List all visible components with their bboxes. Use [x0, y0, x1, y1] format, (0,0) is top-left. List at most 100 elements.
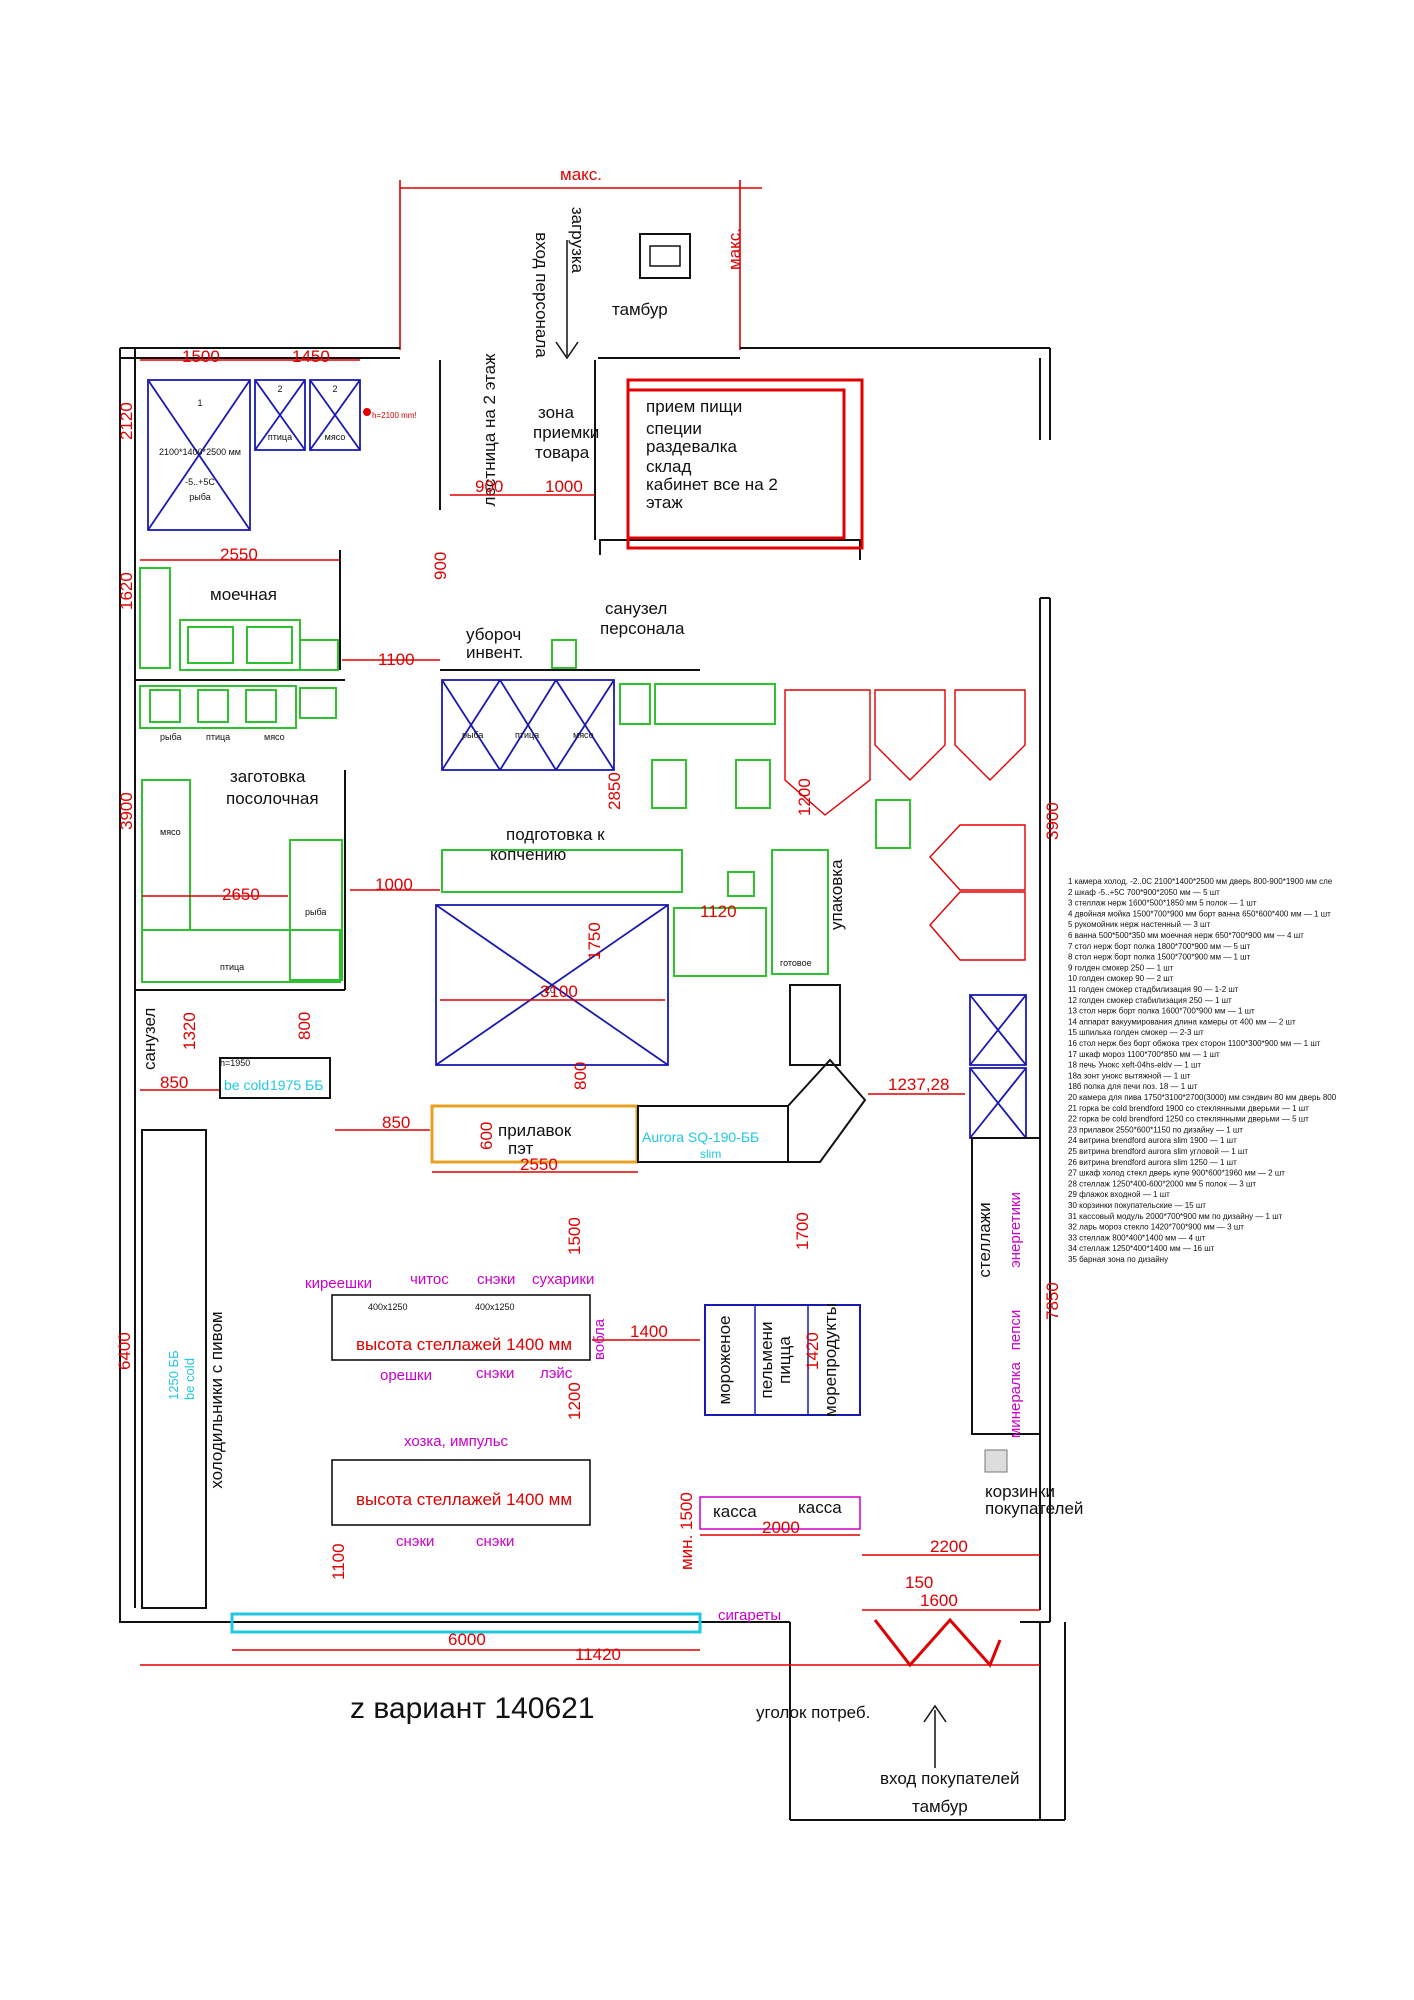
label-korziny-2: покупателей — [985, 1499, 1083, 1518]
legend-row: 26 витрина brendford aurora slim 1250 — … — [1068, 1158, 1237, 1167]
label-zagotovka-2: посолочная — [226, 789, 319, 808]
cab-row-ryba: рыба — [462, 730, 483, 740]
legend-row: 32 ларь мороз стекло 1420*700*900 мм — 3… — [1068, 1223, 1244, 1232]
dim-3900-right: 3900 — [1043, 802, 1062, 840]
label-sanuzel-personala-1: санузел — [605, 599, 667, 618]
legend-row: 1 камера холод. -2..0С 2100*1400*2500 мм… — [1068, 877, 1333, 886]
label-lestnica: лестница на 2 этаж — [480, 353, 499, 507]
label-kassa-1: касса — [713, 1502, 757, 1521]
shelf1-label-leys: лэйс — [540, 1365, 573, 1382]
label-sigarety: сигареты — [718, 1607, 781, 1624]
dim-11420: 11420 — [575, 1645, 621, 1664]
bar-zone-35 — [230, 1612, 702, 1634]
label-pet: пэт — [508, 1139, 534, 1158]
label-zona-2: приемки — [533, 423, 599, 442]
cab-row-myaso: мясо — [573, 730, 594, 740]
entrance-doors — [873, 1617, 1002, 1668]
legend-row: 5 рукомойник нерж настенный — 3 шт — [1068, 920, 1210, 929]
upstairs-box: прием пищи специи раздевалка склад кабин… — [626, 378, 864, 550]
basket-icon — [984, 1449, 1008, 1473]
dim-1620: 1620 — [117, 572, 136, 610]
dim-1000-stairs: 1000 — [545, 477, 583, 496]
upstairs-line-5: кабинет все на 2 — [646, 475, 778, 494]
legend-row: 20 камера для пива 1750*3100*2700(3000) … — [1068, 1093, 1337, 1102]
label-vhod-personala: вход персонала — [532, 232, 551, 358]
legend-row: 6 ванна 500*500*350 мм моечная нерж 650*… — [1068, 931, 1304, 940]
dim-850-left: 850 — [160, 1073, 188, 1092]
dim-1400-aisle: 1400 — [630, 1322, 668, 1341]
fridge-21-brand: be cold — [224, 1077, 269, 1093]
prep-area: рыба птица мясо 2850 подготовка к копчен… — [435, 679, 846, 1066]
shelf1-size-b: 400х1250 — [475, 1302, 515, 1312]
label-podgotovka-1: подготовка к — [506, 825, 605, 844]
dim-1120: 1120 — [700, 902, 737, 921]
bath-label-ryba: рыба — [160, 732, 181, 742]
svg-text:2: 2 — [277, 384, 282, 394]
label-zagotovka-1: заготовка — [230, 767, 306, 786]
table-7b-label: рыба — [305, 907, 326, 917]
utility-rooms: убороч инвент. санузел персонала — [440, 599, 700, 671]
shelf1-label-sneki2: снэки — [476, 1365, 514, 1382]
dim-1600: 1600 — [920, 1591, 958, 1610]
shelf2-label-sneki-a: снэки — [396, 1533, 434, 1550]
svg-text:1: 1 — [197, 398, 202, 408]
cabinet-2b-label: мясо — [325, 432, 346, 442]
legend-row: 14 аппарат вакуумирования длина камеры о… — [1068, 1017, 1296, 1026]
label-zona-3: товара — [535, 443, 590, 462]
legend-row: 34 стеллаж 1250*400*1400 мм — 16 шт — [1068, 1244, 1215, 1253]
dim-1700: 1700 — [793, 1212, 812, 1250]
shelf2-height: высота стеллажей 1400 мм — [356, 1490, 572, 1509]
legend-row: 3 стеллаж нерж 1600*500*1850 мм 5 полок … — [1068, 899, 1257, 908]
fridge-21-height: h=1950 — [220, 1058, 250, 1068]
shelf1-label-oreshki: орешки — [380, 1367, 432, 1384]
cold-room-1 — [147, 379, 251, 531]
label-ugolok: уголок потреб. — [756, 1703, 870, 1722]
dim-1500-aisle: 1500 — [565, 1217, 584, 1255]
label-holodilniki: холодильники с пивом — [207, 1311, 226, 1488]
legend-row: 8 стол нерж борт полка 1500*700*900 мм —… — [1068, 953, 1251, 962]
dim-1100: 1100 — [378, 650, 415, 669]
dim-2120: 2120 — [117, 402, 136, 440]
freezer-morozhenoe: мороженое — [715, 1316, 734, 1405]
checkout: касса касса 2000 мин. 1500 корзинки поку… — [140, 1449, 1083, 1816]
dim-1500: 1500 — [182, 347, 220, 366]
shelf1-label-sneki: снэки — [477, 1271, 515, 1288]
smokers: 3900 — [651, 689, 1062, 961]
label-podgotovka-2: копчению — [490, 845, 566, 864]
dim-800-mid: 800 — [571, 1062, 590, 1090]
cold-rooms: 1500 1450 2120 1 2100*1400*2500 мм -5..+… — [117, 347, 417, 531]
legend-row: 27 шкаф холод стекл дверь купе 900*600*1… — [1068, 1169, 1285, 1178]
dim-3900-left: 3900 — [117, 792, 136, 830]
dim-150: 150 — [905, 1573, 933, 1592]
stairs-zone: лестница на 2 этаж зона приемки товара 9… — [450, 353, 599, 507]
legend-row: 4 двойная мойка 1500*700*900 мм борт ван… — [1068, 909, 1331, 918]
label-upakovka: упаковка — [827, 859, 846, 930]
label-sanuzel-personala-2: персонала — [600, 619, 685, 638]
fridge-21-size: 1975 ББ — [270, 1077, 323, 1093]
legend-row: 12 голден смокер стабилизация 250 — 1 шт — [1068, 996, 1232, 1005]
legend-row: 31 кассовый модуль 2000*700*900 мм по ди… — [1068, 1212, 1283, 1221]
label-prilavok: прилавок — [498, 1121, 572, 1140]
cold-room-size: 2100*1400*2500 мм — [159, 447, 241, 457]
shelf1-label-kireeshki: киреешки — [305, 1275, 372, 1292]
dim-800-left: 800 — [295, 1012, 314, 1040]
dim-maks-top: макс. — [560, 165, 602, 184]
label-korziny-1: корзинки — [985, 1482, 1055, 1501]
svg-text:20: 20 — [545, 985, 555, 995]
legend-row: 13 стол нерж борт полка 1600*700*900 мм … — [1068, 1007, 1255, 1016]
dim-2650: 2650 — [222, 885, 260, 904]
vitrina-24-slim: slim — [700, 1147, 721, 1161]
dim-1450: 1450 — [292, 347, 330, 366]
top-tambur-area: макс. макс. вход персонала загрузка тамб… — [399, 165, 762, 360]
legend-row: 15 шпилька голден смокер — 2-3 шт — [1068, 1028, 1204, 1037]
label-tambur-bottom: тамбур — [912, 1797, 968, 1816]
dim-1420: 1420 — [803, 1332, 822, 1370]
dim-1100-aisle: 1100 — [329, 1543, 348, 1580]
dim-600: 600 — [477, 1122, 496, 1150]
legend-row: 24 витрина brendford aurora slim 1900 — … — [1068, 1136, 1237, 1145]
label-moechnaya: моечная — [210, 585, 277, 604]
legend-row: 16 стол нерж без борт обжока трех сторон… — [1068, 1039, 1321, 1048]
dim-maks-side: макс. — [725, 228, 744, 270]
legend-row: 22 горка be cold brendford 1250 со стекл… — [1068, 1115, 1309, 1124]
shelf1-label-chitos: читос — [410, 1271, 449, 1288]
